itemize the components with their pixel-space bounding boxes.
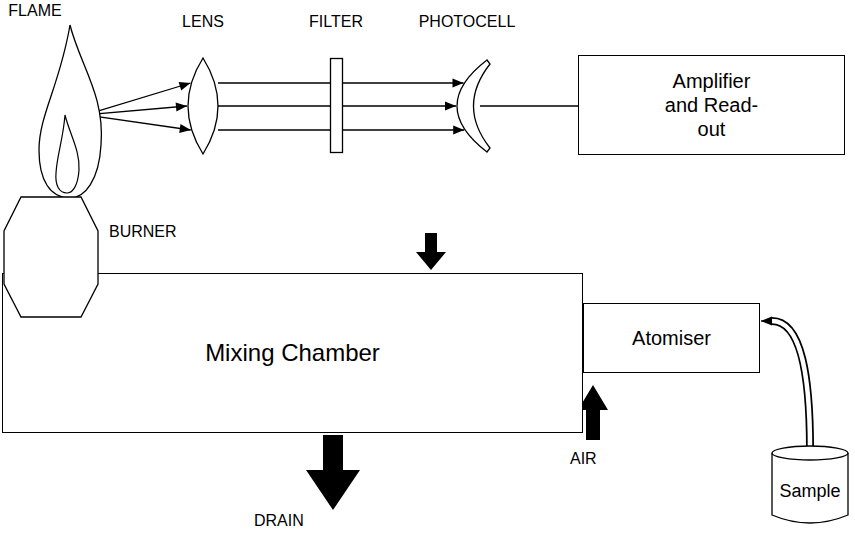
filter-plate (331, 59, 343, 153)
arrowhead (179, 124, 191, 133)
flame: FLAME (35, 25, 105, 198)
process-box: Amplifier and Read-out (578, 55, 845, 155)
photocell-shape (442, 58, 492, 154)
flame-shape (35, 25, 105, 198)
box-label: Amplifier and Read-out (657, 69, 767, 141)
burner-outline (4, 197, 98, 317)
connector (761, 317, 810, 450)
tube-bore (772, 321, 810, 449)
arrowhead (761, 317, 772, 326)
tube-wall (772, 321, 810, 449)
photocell-outline (457, 60, 490, 152)
arrowhead (179, 82, 191, 91)
lens-shape (178, 58, 228, 154)
box-label: Mixing Chamber (205, 339, 380, 368)
inlet-arrow (416, 233, 446, 270)
part-label: PHOTOCELL (419, 12, 516, 31)
beaker-rim (772, 446, 848, 460)
drain-arrow (306, 435, 360, 510)
lens: LENS (178, 58, 228, 154)
arrowhead (176, 102, 187, 111)
part-label: LENS (182, 12, 224, 31)
lens-outline (188, 58, 218, 154)
atomiser-box: Atomiser (583, 303, 760, 373)
photocell: PHOTOCELL (442, 58, 492, 154)
part-label: FLAME (8, 1, 61, 20)
ray (480, 105, 578, 106)
beaker-body (772, 453, 848, 523)
drain-label: DRAIN (252, 512, 306, 530)
ray (85, 83, 190, 115)
burner-shape (3, 196, 99, 318)
burner: BURNER (3, 196, 99, 318)
sample-beaker: Sample (770, 445, 850, 527)
ray (85, 106, 187, 115)
connector (480, 106, 578, 107)
part-label: FILTER (309, 12, 363, 31)
arrowhead (445, 102, 456, 111)
box-label: Atomiser (632, 326, 711, 350)
flame-outline (39, 25, 101, 198)
filter: FILTER (330, 58, 343, 153)
part-label: Sample (779, 481, 840, 503)
air-label: AIR (568, 450, 599, 468)
filter-shape (330, 58, 343, 153)
part-label: BURNER (109, 222, 177, 241)
flame-core (56, 115, 79, 193)
